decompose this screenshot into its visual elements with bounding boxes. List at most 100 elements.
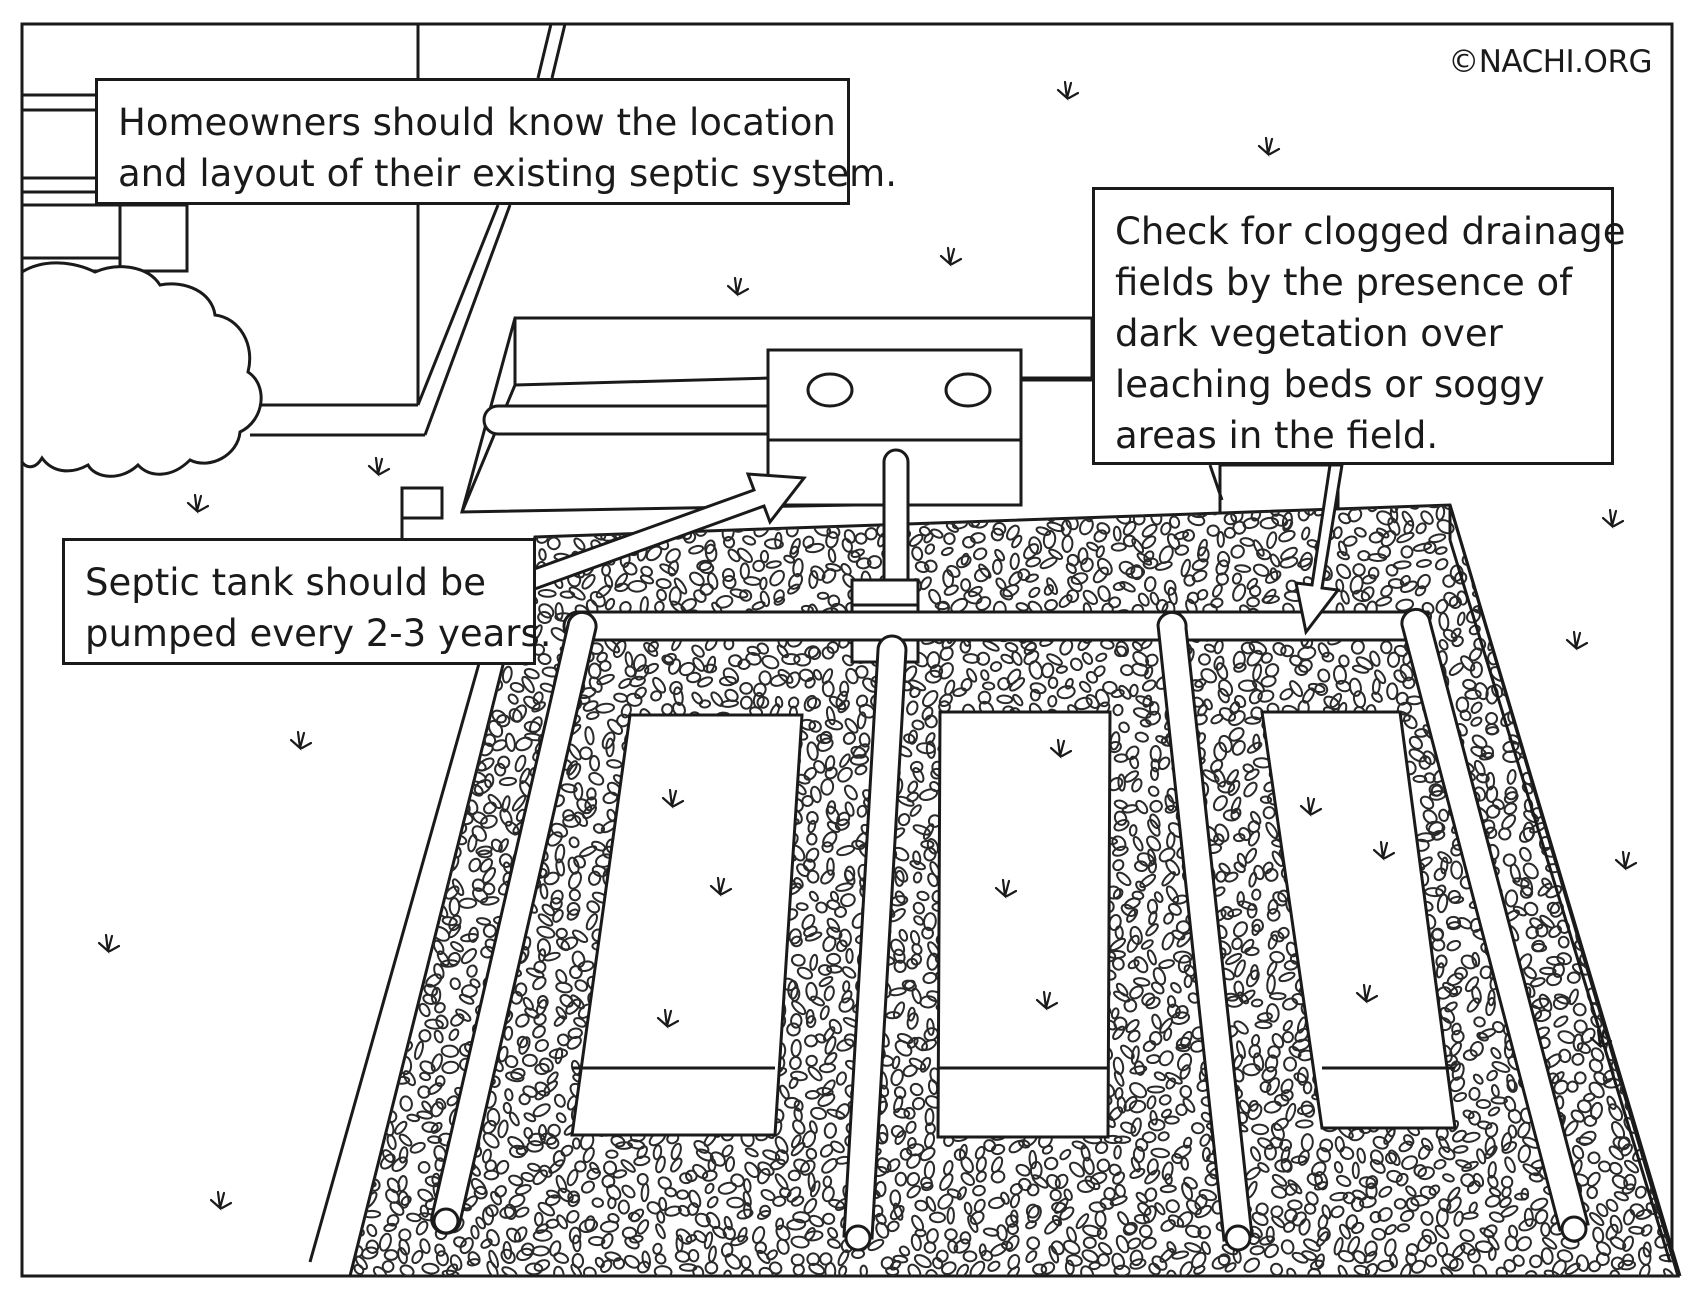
gravel-stone-icon	[1067, 575, 1083, 593]
gravel-stone-icon	[765, 560, 782, 569]
gravel-stone-icon	[1061, 534, 1074, 553]
gravel-stone-icon	[1470, 701, 1483, 714]
gravel-stone-icon	[624, 665, 637, 678]
gravel-stone-icon	[1317, 668, 1331, 683]
gravel-stone-icon	[789, 545, 800, 559]
gravel-stone-icon	[773, 596, 786, 606]
gravel-stone-icon	[1226, 769, 1239, 785]
gravel-stone-icon	[1046, 653, 1063, 666]
gravel-stone-icon	[1108, 596, 1122, 609]
gravel-stone-icon	[1173, 530, 1190, 541]
gravel-stone-icon	[1197, 546, 1210, 563]
gravel-stone-icon	[537, 588, 557, 598]
gravel-stone-icon	[579, 746, 593, 761]
gravel-stone-icon	[1671, 1171, 1678, 1192]
gravel-stone-icon	[1448, 662, 1465, 677]
gravel-stone-icon	[1414, 585, 1427, 597]
leaching-beds	[570, 710, 1457, 1139]
gravel-stone-icon	[777, 668, 794, 684]
gravel-stone-icon	[1673, 696, 1678, 711]
gravel-stone-icon	[1035, 526, 1052, 537]
gravel-stone-icon	[1149, 744, 1162, 763]
gravel-stone-icon	[756, 642, 770, 655]
gravel-stone-icon	[644, 662, 659, 675]
gravel-stone-icon	[1360, 586, 1375, 602]
gravel-stone-icon	[1000, 653, 1014, 665]
gravel-stone-icon	[1672, 1233, 1678, 1247]
gravel-stone-icon	[531, 701, 546, 713]
gravel-stone-icon	[855, 694, 869, 708]
gravel-stone-icon	[808, 570, 819, 590]
gravel-stone-icon	[981, 681, 996, 691]
gravel-stone-icon	[1234, 694, 1247, 709]
gravel-stone-icon	[1210, 597, 1224, 609]
gravel-stone-icon	[839, 680, 850, 697]
gravel-stone-icon	[1114, 645, 1128, 658]
gravel-stone-icon	[1415, 522, 1427, 535]
gravel-stone-icon	[1217, 550, 1231, 568]
callout-line: fields by the presence of	[1115, 261, 1573, 304]
gravel-stone-icon	[1679, 1162, 1694, 1175]
gravel-stone-icon	[1233, 662, 1247, 673]
gravel-stone-icon	[837, 699, 850, 714]
gravel-stone-icon	[1137, 592, 1150, 607]
gravel-stone-icon	[1023, 543, 1040, 560]
gravel-stone-icon	[1376, 527, 1390, 539]
gravel-stone-icon	[925, 740, 936, 759]
gravel-stone-icon	[962, 653, 981, 664]
gravel-stone-icon	[1248, 640, 1268, 655]
gravel-stone-icon	[724, 688, 739, 703]
gravel-stone-icon	[1149, 766, 1160, 781]
gravel-stone-icon	[759, 590, 771, 608]
gravel-stone-icon	[924, 714, 938, 729]
gravel-stone-icon	[1395, 598, 1415, 612]
gravel-stone-icon	[1420, 510, 1434, 525]
gravel-stone-icon	[909, 686, 921, 699]
gravel-stone-icon	[1095, 688, 1110, 708]
gravel-stone-icon	[1112, 525, 1122, 542]
gravel-stone-icon	[1385, 564, 1399, 577]
gravel-stone-icon	[1415, 559, 1432, 568]
gravel-stone-icon	[1047, 676, 1059, 689]
gravel-stone-icon	[812, 669, 823, 681]
gravel-stone-icon	[930, 528, 944, 539]
gravel-stone-icon	[739, 589, 753, 602]
gravel-stone-icon	[739, 682, 754, 695]
gravel-stone-icon	[924, 543, 936, 555]
gravel-stone-icon	[804, 677, 816, 689]
gravel-stone-icon	[1240, 641, 1256, 655]
gravel-stone-icon	[997, 677, 1011, 691]
gravel-stone-icon	[1174, 544, 1190, 556]
gravel-stone-icon	[1130, 564, 1144, 581]
callout-line: areas in the field.	[1115, 414, 1439, 457]
gravel-stone-icon	[1401, 510, 1414, 527]
gravel-stone-icon	[1418, 755, 1432, 770]
gravel-stone-icon	[1259, 516, 1280, 530]
gravel-stone-icon	[759, 576, 768, 591]
gravel-stone-icon	[807, 646, 822, 661]
gravel-stone-icon	[1676, 931, 1678, 945]
gravel-stone-icon	[1337, 540, 1348, 557]
gravel-stone-icon	[573, 537, 586, 551]
gravel-stone-icon	[1438, 638, 1449, 651]
gravel-stone-icon	[1340, 589, 1350, 605]
gravel-stone-icon	[1674, 668, 1678, 681]
gravel-stone-icon	[914, 561, 930, 574]
gravel-stone-icon	[1297, 646, 1317, 661]
gravel-stone-icon	[1074, 696, 1093, 711]
gravel-stone-icon	[808, 720, 822, 733]
gravel-stone-icon	[722, 575, 737, 590]
gravel-stone-icon	[854, 665, 869, 679]
gravel-stone-icon	[1144, 666, 1154, 680]
gravel-stone-icon	[1078, 517, 1094, 536]
gravel-stone-icon	[1252, 539, 1265, 557]
gravel-stone-icon	[1434, 558, 1449, 571]
gravel-stone-icon	[1180, 558, 1191, 578]
gravel-stone-icon	[584, 726, 595, 746]
gravel-stone-icon	[1485, 726, 1500, 736]
gravel-stone-icon	[1118, 721, 1130, 734]
gravel-stone-icon	[1029, 682, 1047, 695]
gravel-stone-icon	[1336, 563, 1352, 580]
gravel-stone-icon	[1386, 651, 1401, 668]
gravel-stone-icon	[1046, 577, 1059, 596]
